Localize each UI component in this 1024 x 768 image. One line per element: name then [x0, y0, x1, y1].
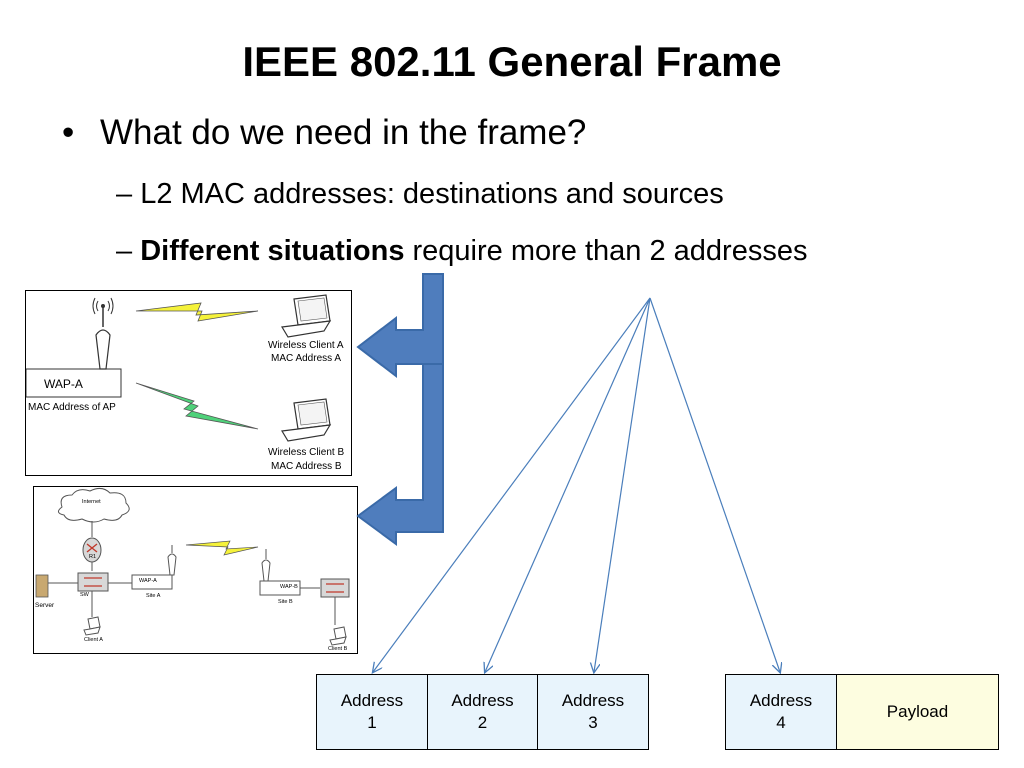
big-branch-arrow [356, 273, 444, 546]
frame-field-address-3: Address 3 [537, 674, 649, 750]
client-b-laptop-icon [329, 626, 347, 646]
address-4-label: Address [749, 691, 813, 710]
sub-bullet-2: – Different situations require more than… [116, 235, 807, 268]
sub-bullet-1-text: L2 MAC addresses: destinations and sourc… [140, 178, 724, 210]
pointer-address-2 [485, 297, 651, 672]
client-b-label: Wireless Client B [268, 447, 345, 458]
client-a-label-2: Client A [84, 637, 103, 643]
client-b-label-2: Client B [328, 646, 348, 652]
network-topology-diagram: Internet R1 SW Server WAP-A Site A WAP-B… [33, 486, 358, 654]
sub-bullet-2-text: require more than 2 addresses [404, 235, 808, 267]
pointer-address-3 [594, 297, 651, 672]
wap-a-device [131, 574, 173, 590]
pointer-address-4 [649, 297, 780, 672]
address-3-label: Address [561, 691, 625, 710]
laptop-a-icon [281, 294, 332, 338]
wap-a-antenna-icon [167, 553, 177, 576]
wap-a-label-2: WAP-A [139, 578, 157, 584]
wireless-clients-graphic [26, 294, 332, 442]
client-a-label: Wireless Client A [268, 340, 344, 351]
wap-b-antenna-icon [261, 559, 271, 582]
switch-label: SW [80, 592, 89, 598]
address-1-label: Address [340, 691, 404, 710]
bullet-dot: • [62, 113, 75, 152]
big-arrow-bottom [356, 363, 444, 546]
wireless-bolt-b [135, 382, 259, 430]
sub-bullet-2-bold: Different situations [140, 235, 405, 267]
bullet-main: • What do we need in the frame? [62, 113, 586, 153]
address-4-number: 4 [776, 713, 786, 732]
wap-a-box [26, 368, 122, 398]
wireless-bolt [185, 540, 259, 556]
internet-cloud-icon [58, 487, 130, 523]
dash-1: – [116, 178, 133, 210]
payload-label: Payload [886, 702, 949, 721]
wap-a-label: WAP-A [44, 377, 83, 391]
internet-label: Internet [82, 499, 101, 505]
wap-b-label-2: WAP-B [280, 584, 298, 590]
address-2-label: Address [451, 691, 514, 710]
frame-field-address-4: Address 4 [725, 674, 837, 750]
bullet-text: What do we need in the frame? [100, 113, 587, 152]
slide-title: IEEE 802.11 General Frame [242, 38, 782, 85]
wireless-bolt-a [135, 302, 259, 322]
site-b-label: Site B [278, 599, 293, 605]
signal-waves-icon [92, 297, 114, 315]
sub-bullet-1: – L2 MAC addresses: destinations and sou… [116, 178, 724, 211]
wireless-clients-diagram: WAP-A MAC Address of AP Wireless Client … [25, 290, 352, 476]
frame-field-address-1: Address 1 [316, 674, 428, 750]
frame-field-address-2: Address 2 [427, 674, 538, 750]
switch-icon [77, 572, 109, 592]
address-1-number: 1 [367, 713, 377, 732]
server-label: Server [35, 602, 55, 609]
client-a-laptop-icon [83, 616, 101, 636]
router-label: R1 [89, 554, 97, 560]
ap-mac-label: MAC Address of AP [28, 402, 116, 413]
laptop-b-icon [281, 398, 332, 442]
frame-field-payload: Payload [836, 674, 999, 750]
dash-2: – [116, 235, 133, 267]
network-topology-graphic [35, 487, 350, 646]
address-3-number: 3 [588, 713, 598, 732]
client-a-mac-label: MAC Address A [271, 353, 342, 364]
big-arrow-top [356, 273, 444, 379]
address-2-number: 2 [477, 713, 488, 732]
client-b-mac-label: MAC Address B [271, 461, 342, 472]
field-pointer-lines [373, 297, 780, 672]
antenna-icon [95, 329, 111, 370]
server-icon [35, 574, 49, 598]
site-a-label: Site A [146, 593, 161, 599]
pointer-address-1 [373, 297, 651, 672]
